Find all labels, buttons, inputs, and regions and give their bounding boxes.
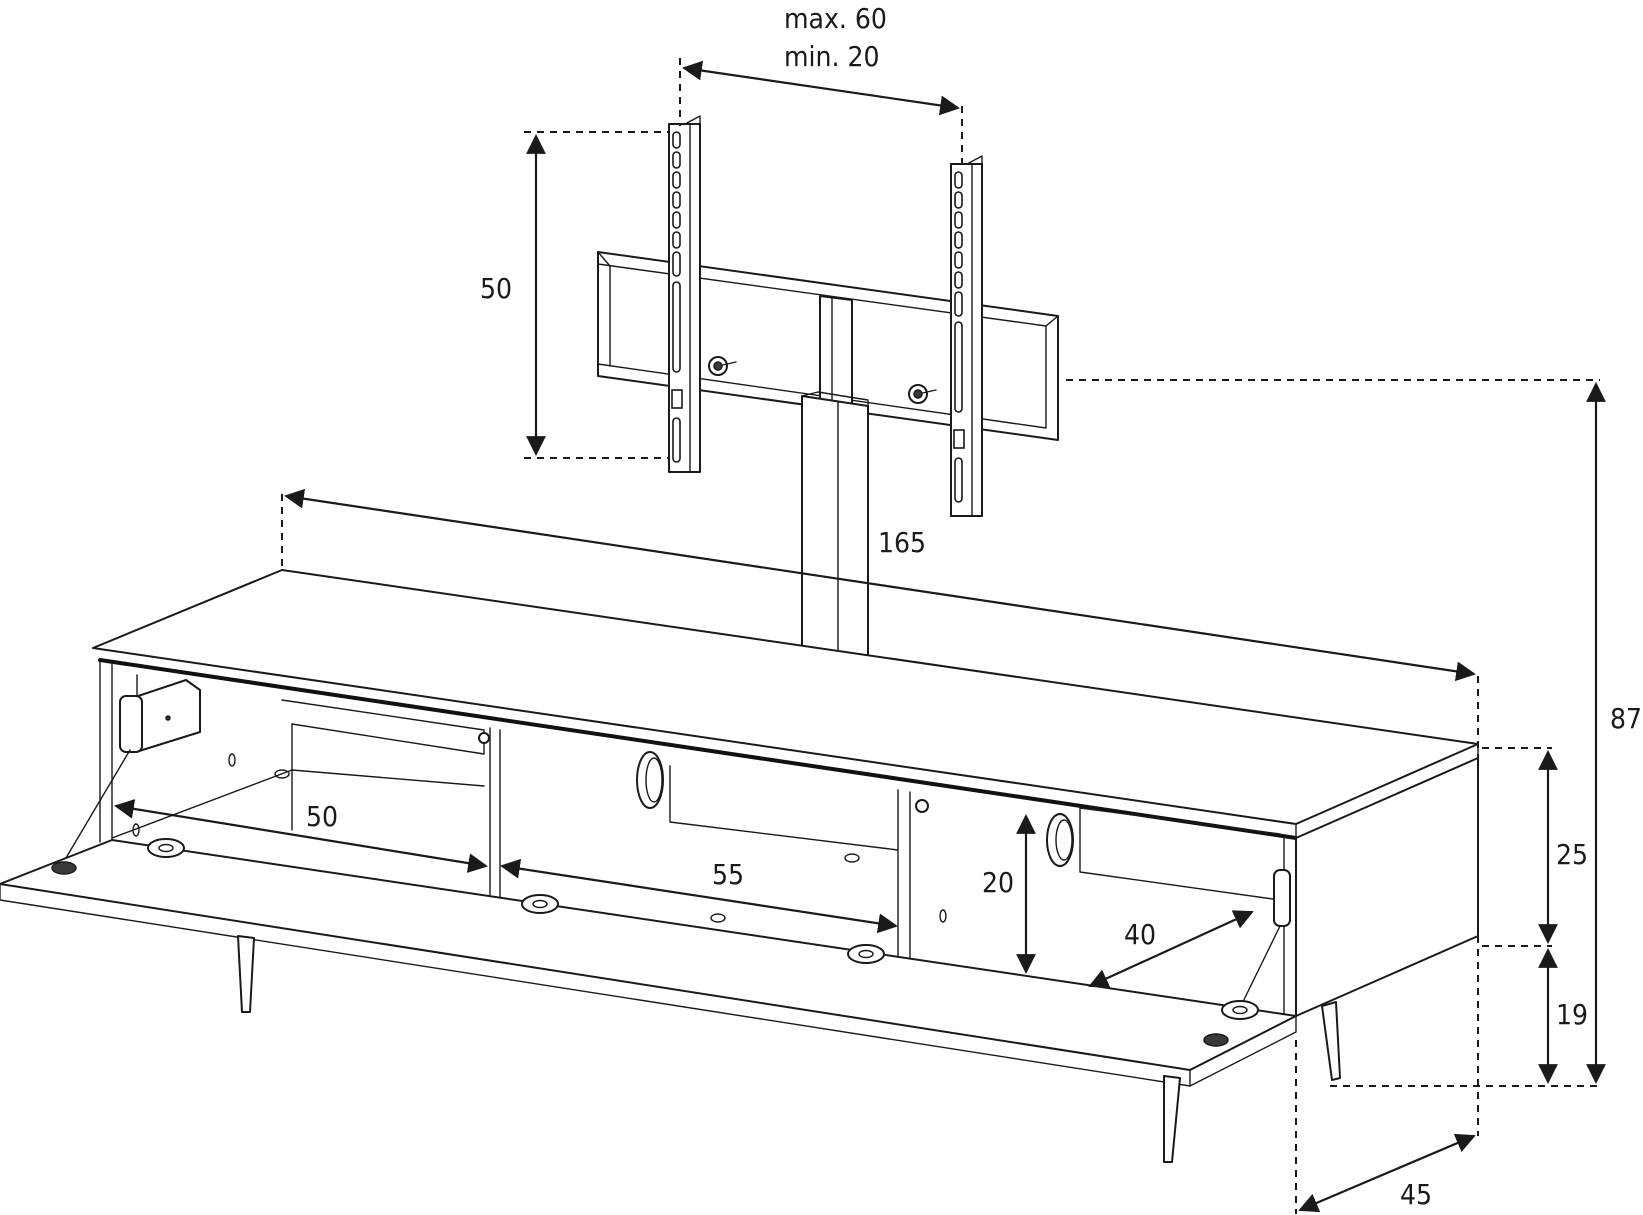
label-total-width: 165 bbox=[878, 526, 926, 559]
door-hinge-1 bbox=[147, 838, 185, 858]
cable-hole-middle bbox=[636, 751, 664, 809]
support-column bbox=[801, 391, 869, 691]
label-total-height: 87 bbox=[1610, 702, 1642, 735]
leg-back-right bbox=[1321, 1001, 1341, 1081]
label-leg-height: 19 bbox=[1556, 998, 1588, 1031]
tv-mount-assembly bbox=[597, 115, 1059, 691]
leg-front-left bbox=[237, 935, 255, 1013]
door-grip-left bbox=[51, 861, 77, 875]
door-grip-right bbox=[1203, 1033, 1229, 1047]
right-bracket-slots bbox=[953, 171, 965, 503]
center-plate bbox=[819, 295, 853, 405]
cabinet-top-edge bbox=[98, 658, 1298, 840]
door-hinge-2 bbox=[521, 894, 559, 914]
mount-knob-left bbox=[708, 356, 737, 376]
label-cabinet-height: 25 bbox=[1556, 838, 1588, 871]
mount-knob-right bbox=[908, 384, 937, 404]
dim-bracket-spacing bbox=[682, 60, 960, 116]
cabinet-top bbox=[92, 569, 1479, 825]
label-right-compartment-height: 20 bbox=[982, 866, 1014, 899]
dimension-lines bbox=[114, 60, 1606, 1213]
dimension-labels: max. 60 min. 20 50 165 87 25 19 45 50 55… bbox=[306, 2, 1642, 1211]
dim-right-compartment-depth bbox=[1088, 910, 1254, 988]
right-bracket bbox=[950, 155, 983, 517]
leg-front-right bbox=[1163, 1075, 1181, 1163]
dim-depth bbox=[1298, 1133, 1476, 1213]
dim-middle-compartment bbox=[500, 858, 898, 934]
label-bracket-max: max. 60 bbox=[784, 2, 887, 35]
label-depth: 45 bbox=[1400, 1178, 1432, 1211]
left-bracket bbox=[668, 115, 701, 473]
label-middle-compartment: 55 bbox=[712, 858, 744, 891]
label-bracket-min: min. 20 bbox=[784, 40, 880, 73]
dim-left-compartment bbox=[114, 799, 488, 873]
hinge-right bbox=[1235, 869, 1291, 1017]
door-hinge-3 bbox=[847, 944, 885, 964]
label-left-compartment: 50 bbox=[306, 800, 338, 833]
door-hinge-4 bbox=[1221, 1000, 1259, 1020]
hinge-left bbox=[59, 674, 201, 869]
extension-lines bbox=[281, 58, 1600, 1214]
cable-hole-right bbox=[1046, 813, 1074, 867]
dim-total-width bbox=[284, 488, 1476, 682]
label-bracket-height: 50 bbox=[480, 272, 512, 305]
left-bracket-slots bbox=[671, 131, 683, 463]
label-right-compartment-depth: 40 bbox=[1124, 918, 1156, 951]
